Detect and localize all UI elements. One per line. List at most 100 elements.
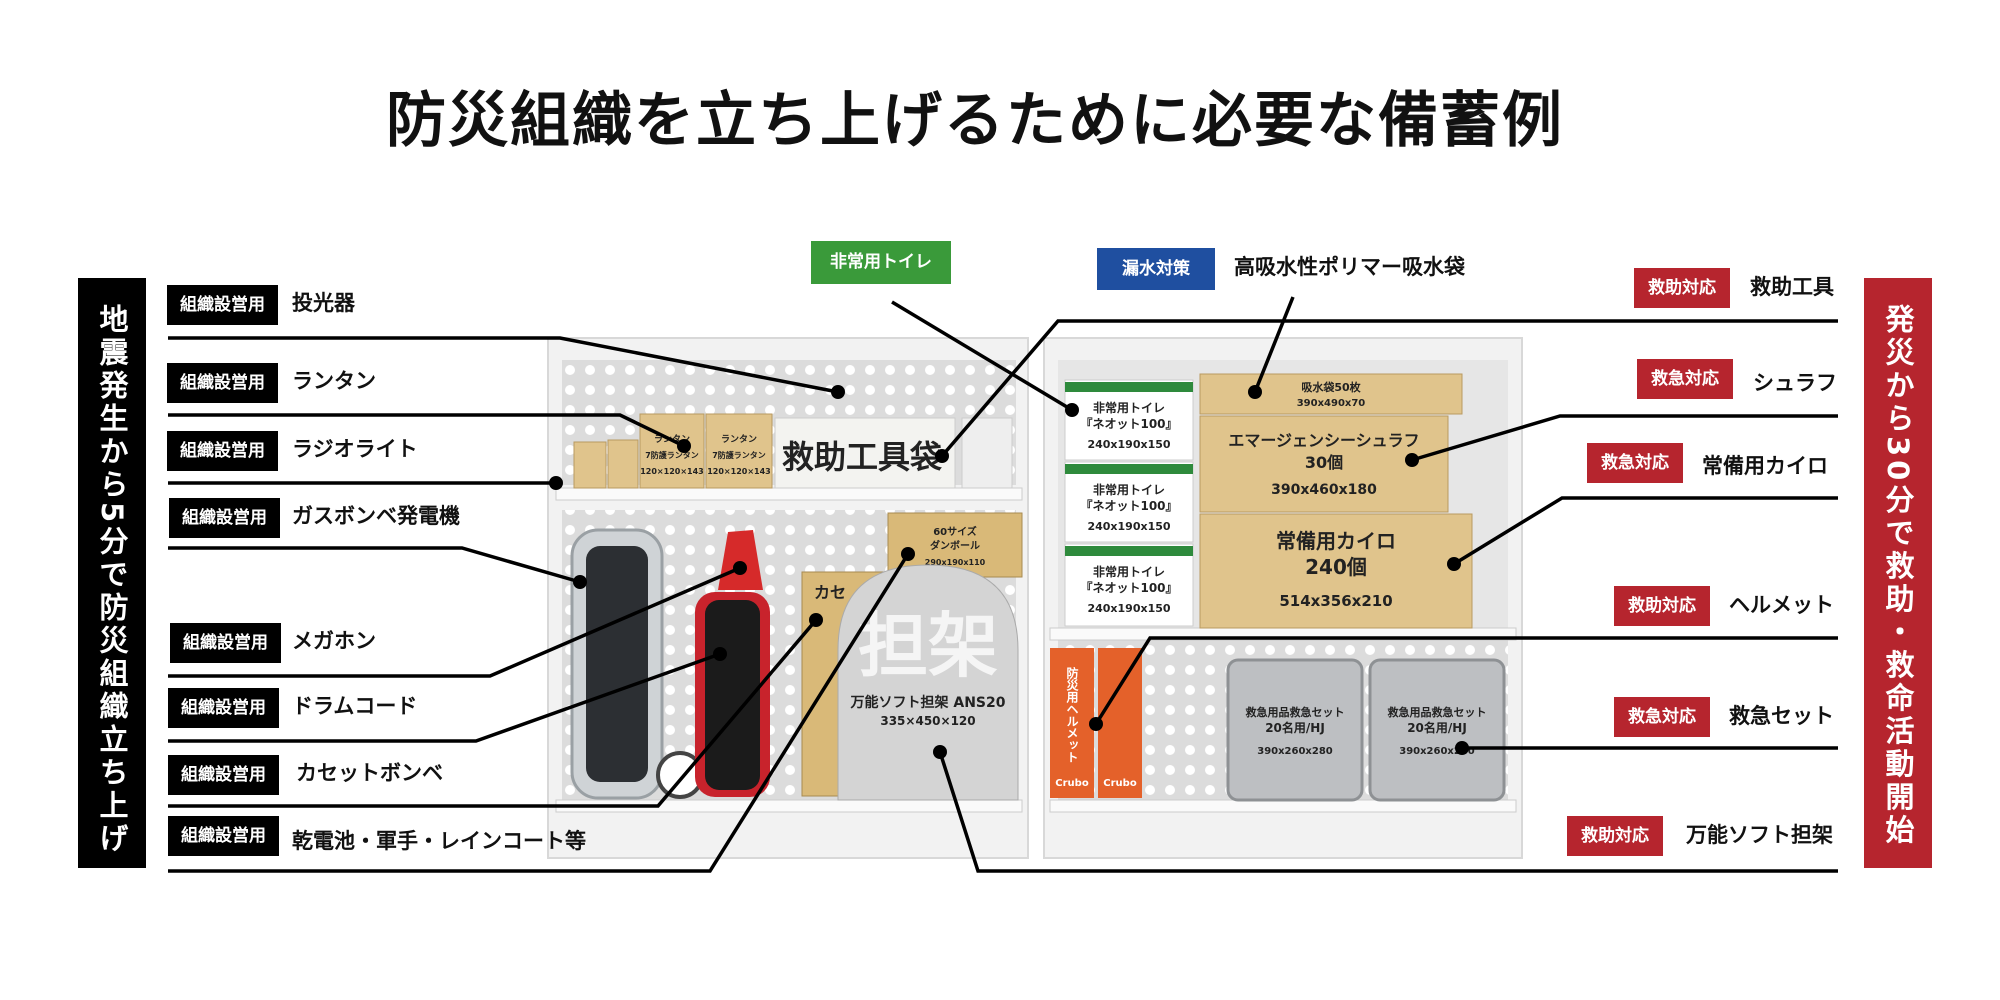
kairo-count: 240個 xyxy=(1305,555,1367,579)
leader-line-2 xyxy=(168,413,685,448)
helmet-box-2 xyxy=(1098,648,1142,798)
aid-1-label-b: 20名用/HJ xyxy=(1265,720,1325,735)
right-banner-text: 発災から30分で救助・救命活動開始 xyxy=(1881,304,1915,848)
leader-line-7 xyxy=(168,618,818,808)
helmet-2-brand: Crubo xyxy=(1103,778,1137,789)
aid-2-label: 救急用品救急セット xyxy=(1388,705,1487,719)
toolbag xyxy=(774,417,956,489)
toilet-2-label: 非常用トイレ xyxy=(1093,482,1165,497)
toolbag-side xyxy=(961,417,1013,489)
generator-body xyxy=(586,546,648,782)
stretcher-big-label: 担架 xyxy=(858,605,998,687)
left-label-8: 乾電池・軍手・レインコート等 xyxy=(292,829,586,853)
right-banner: 発災から30分で救助・救命活動開始 xyxy=(1864,278,1932,868)
right-label-2: シュラフ xyxy=(1753,371,1837,395)
helmet-1-label: 防災用ヘルメット xyxy=(1065,666,1079,763)
toilet-box-1 xyxy=(1064,379,1194,461)
water-label: 高吸水性ポリマー吸水袋 xyxy=(1234,255,1465,279)
waterbag-box xyxy=(1199,373,1463,415)
aid-2-dim: 390x260x280 xyxy=(1399,746,1475,757)
left-label-3: ラジオライト xyxy=(292,437,418,461)
left-label-5: メガホン xyxy=(292,629,376,653)
lantern-box-1 xyxy=(639,413,705,489)
right-tag-6: 救助対応 xyxy=(1567,816,1663,856)
toolbag-label: 救助工具袋 xyxy=(782,438,942,476)
right-label-1: 救助工具 xyxy=(1750,275,1834,299)
left-tag-7: 組織設営用 xyxy=(168,755,279,795)
water-tag: 漏水対策 xyxy=(1097,248,1215,290)
lantern-box-2 xyxy=(705,413,773,489)
right-tag-1: 救助対応 xyxy=(1634,268,1730,308)
leader-line-r3 xyxy=(1453,496,1838,566)
left-tag-4: 組織設営用 xyxy=(169,498,280,538)
right-tag-4: 救助対応 xyxy=(1614,586,1710,626)
megaphone xyxy=(718,530,763,590)
leader-line-r6 xyxy=(938,751,1838,873)
sleeping-label: エマージェンシーシュラフ xyxy=(1228,431,1419,450)
toilet-box-3 xyxy=(1064,543,1194,627)
small-box-1 xyxy=(573,441,607,489)
right-tag-5: 救急対応 xyxy=(1614,697,1710,737)
aid-2-label-b: 20名用/HJ xyxy=(1407,720,1467,735)
left-tag-1: 組織設営用 xyxy=(167,285,278,325)
right-label-4: ヘルメット xyxy=(1729,593,1834,617)
leader-line-4 xyxy=(168,546,581,584)
toilet-box-2 xyxy=(1064,461,1194,543)
lantern-box-2-dim: 120×120×143 xyxy=(707,467,771,476)
aid-1-label: 救急用品救急セット xyxy=(1246,705,1345,719)
sleeping-dim: 390x460x180 xyxy=(1271,482,1377,498)
right-tag-2: 救急対応 xyxy=(1637,359,1733,399)
lantern-box-2-label: ランタン xyxy=(721,433,757,445)
waterbag-dim: 390x490x70 xyxy=(1297,398,1366,409)
helmet-box-1 xyxy=(1050,648,1094,798)
left-label-2: ランタン xyxy=(292,369,376,393)
toilet-tag: 非常用トイレ xyxy=(811,241,951,284)
lantern-box-1-dim: 120×120×143 xyxy=(640,467,704,476)
toilet-3-label: 非常用トイレ xyxy=(1093,564,1165,579)
toilet-3-label-b: 『ネオット100』 xyxy=(1080,580,1177,595)
lantern-box-1-label-b: 7防護ランタン xyxy=(645,450,699,460)
left-banner-text: 地震発生から5分で防災組織立ち上げ xyxy=(95,304,129,857)
leader-line-toilet xyxy=(891,300,1073,412)
toilet-1-label: 非常用トイレ xyxy=(1093,400,1165,415)
stretcher xyxy=(837,564,1019,801)
left-label-7: カセットボンベ xyxy=(296,761,443,785)
toilet-3-dim: 240x190x150 xyxy=(1087,602,1170,615)
right-tag-3: 救急対応 xyxy=(1587,443,1683,483)
page-title: 防災組織を立ち上げるために必要な備蓄例 xyxy=(386,86,1564,156)
leader-line-5 xyxy=(168,566,741,678)
kairo-box xyxy=(1199,513,1473,629)
leader-line-1 xyxy=(168,336,839,394)
helmet-1-brand: Crubo xyxy=(1055,778,1089,789)
right-label-6: 万能ソフト担架 xyxy=(1686,823,1833,847)
leader-dots xyxy=(549,385,1469,759)
right-label-3: 常備用カイロ xyxy=(1702,454,1828,478)
leader-line-r1 xyxy=(940,319,1838,458)
left-label-4: ガスボンベ発電機 xyxy=(292,504,460,528)
leader-lines-right xyxy=(891,296,1838,873)
aid-kit-2 xyxy=(1368,658,1506,802)
left-banner: 地震発生から5分で防災組織立ち上げ xyxy=(78,278,146,868)
toilet-2-dim: 240x190x150 xyxy=(1087,520,1170,533)
toilet-1-dim: 240x190x150 xyxy=(1087,438,1170,451)
leader-line-water xyxy=(1253,296,1295,393)
left-tag-2: 組織設営用 xyxy=(167,363,278,403)
kairo-dim: 514x356x210 xyxy=(1279,592,1392,610)
cardboard-60-label-b: ダンボール xyxy=(930,539,980,552)
sleeping-count: 30個 xyxy=(1305,453,1343,472)
cassette-label: カセ xyxy=(814,583,846,602)
stretcher-name: 万能ソフト担架 ANS20 xyxy=(850,694,1006,711)
left-label-1: 投光器 xyxy=(292,291,355,315)
leader-line-r4 xyxy=(1094,636,1838,725)
right-label-5: 救急セット xyxy=(1729,704,1834,728)
lantern-box-2-label-b: 7防護ランタン xyxy=(712,450,766,460)
stretcher-dim: 335×450×120 xyxy=(880,714,975,728)
left-tag-8: 組織設営用 xyxy=(168,816,279,856)
aid-1-dim: 390x260x280 xyxy=(1257,746,1333,757)
leader-line-6 xyxy=(168,652,721,743)
left-tag-5: 組織設営用 xyxy=(170,623,281,663)
toilet-2-label-b: 『ネオット100』 xyxy=(1080,498,1177,513)
waterbag-label: 吸水袋50枚 xyxy=(1301,380,1361,394)
kairo-label: 常備用カイロ xyxy=(1276,529,1396,553)
